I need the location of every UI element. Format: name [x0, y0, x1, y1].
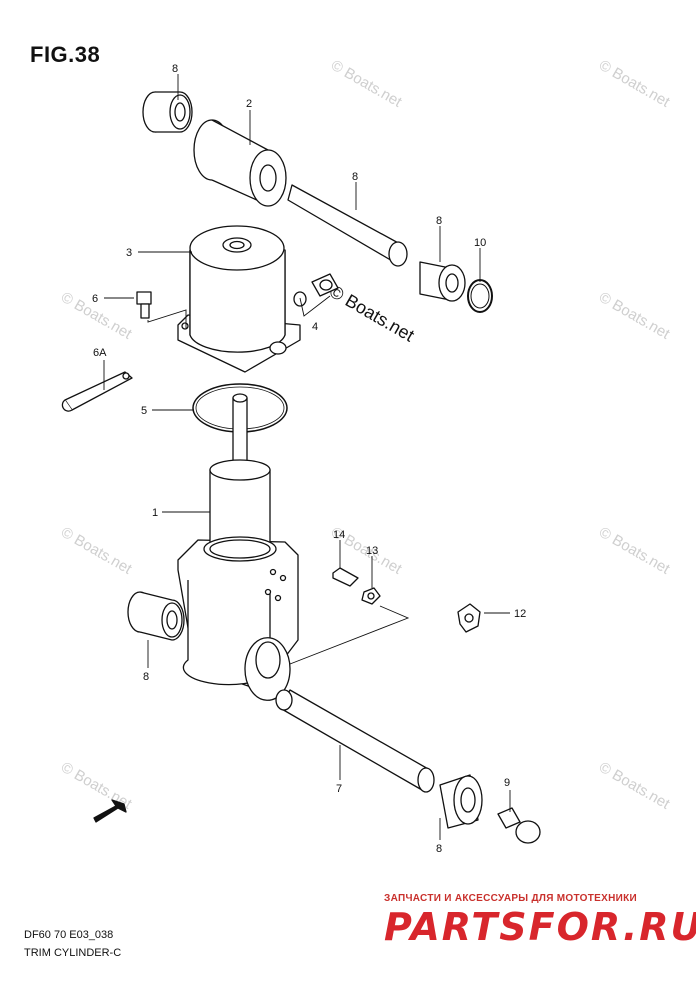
callout-14: 14 [333, 529, 345, 541]
callout-1: 1 [152, 507, 158, 519]
watermark: © Boats.net [596, 57, 673, 111]
callout-3: 3 [126, 247, 132, 259]
bolt-6 [136, 291, 152, 319]
callout-5: 5 [141, 405, 147, 417]
callout-7: 7 [336, 783, 342, 795]
callout-10: 9 [504, 777, 510, 789]
watermark: © Boats.net [58, 524, 135, 578]
brand-logo: PARTSFOR.RU [384, 905, 696, 949]
callout-6: 6 [92, 293, 98, 305]
watermark-center: © Boats.net [326, 281, 418, 345]
bushing-9-top [142, 91, 193, 133]
callout-11: 10 [474, 237, 486, 249]
callout-labels: 8 2 8 8 10 3 6 4 6A 5 1 14 13 12 8 7 9 8 [92, 63, 526, 855]
watermark: © Boats.net [596, 524, 673, 578]
bushing-9-left [127, 591, 185, 641]
callout-12: 12 [514, 608, 526, 620]
sleeve-2 [193, 119, 287, 207]
figure-code: DF60 70 E03_038 [24, 929, 114, 941]
fitting-4 [293, 273, 339, 307]
callout-9: 8 [172, 63, 178, 75]
front-arrow-icon [93, 799, 127, 823]
watermark: © Boats.net [328, 57, 405, 111]
pin-7 [275, 689, 435, 793]
figure-name: TRIM CYLINDER-C [24, 947, 122, 959]
callout-9: 8 [436, 843, 442, 855]
brand-subtitle: ЗАПЧАСТИ И АКСЕССУАРЫ ДЛЯ МОТОТЕХНИКИ [384, 893, 637, 904]
bushing-9-bottom [439, 774, 483, 829]
grease-nipple-10 [497, 807, 541, 844]
watermark: © Boats.net [596, 289, 673, 343]
figure-title: FIG.38 [30, 42, 101, 67]
trim-cylinder-1 [177, 393, 299, 701]
nut-13 [361, 587, 381, 605]
pin-8 [287, 184, 408, 267]
callout-8: 8 [352, 171, 358, 183]
callout-4: 4 [312, 321, 318, 333]
circlip-11 [467, 279, 493, 313]
callout-13: 13 [366, 545, 378, 557]
clip-12 [457, 603, 481, 633]
callout-2: 2 [246, 98, 252, 110]
callout-6A: 6A [93, 347, 107, 359]
watermark: © Boats.net [596, 759, 673, 813]
leader-lines [103, 74, 511, 840]
callout-9: 8 [436, 215, 442, 227]
reservoir-3 [177, 225, 301, 373]
watermarks: © Boats.net © Boats.net © Boats.net © Bo… [58, 57, 673, 813]
bushing-9-right [419, 261, 466, 302]
callout-9: 8 [143, 671, 149, 683]
clamp-6A [61, 371, 133, 412]
bolt-14 [332, 567, 359, 587]
